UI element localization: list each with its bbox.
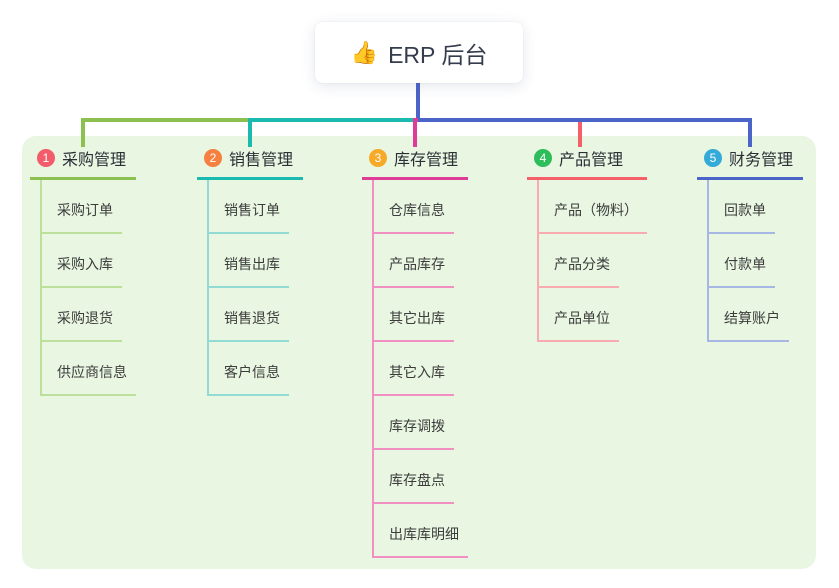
child-row: 供应商信息 (42, 342, 136, 396)
child-row: 付款单 (709, 234, 803, 288)
child-node[interactable]: 销售订单 (209, 200, 289, 234)
root-node[interactable]: 👍 ERP 后台 (315, 22, 523, 83)
child-row: 产品库存 (374, 234, 468, 288)
branch-number-badge: 4 (534, 148, 552, 167)
child-row: 回款单 (709, 180, 803, 234)
child-row: 仓库信息 (374, 180, 468, 234)
branch-number-badge: 2 (204, 148, 222, 167)
child-row: 客户信息 (209, 342, 303, 396)
child-row: 库存调拨 (374, 396, 468, 450)
branch-title-node[interactable]: 2 销售管理 (197, 145, 303, 180)
child-node[interactable]: 其它入库 (374, 362, 454, 396)
branch-children: 产品（物料） 产品分类 产品单位 (537, 180, 647, 342)
child-row: 其它入库 (374, 342, 468, 396)
child-node[interactable]: 产品单位 (539, 308, 619, 342)
branch-title-node[interactable]: 1 采购管理 (30, 145, 136, 180)
child-row: 出库库明细 (374, 504, 468, 558)
child-row: 采购订单 (42, 180, 136, 234)
branch-title-node[interactable]: 4 产品管理 (527, 145, 647, 180)
child-row: 结算账户 (709, 288, 803, 342)
branch-title-label: 库存管理 (394, 151, 459, 169)
branch-number-badge: 1 (37, 148, 55, 167)
child-row: 库存盘点 (374, 450, 468, 504)
child-row: 采购入库 (42, 234, 136, 288)
root-node-label: ERP 后台 (388, 41, 488, 68)
child-node[interactable]: 仓库信息 (374, 200, 454, 234)
branch-title-label: 财务管理 (729, 151, 794, 169)
branch-title-node[interactable]: 5 财务管理 (697, 145, 803, 180)
child-node[interactable]: 产品库存 (374, 254, 454, 288)
child-node[interactable]: 销售退货 (209, 308, 289, 342)
child-node[interactable]: 采购入库 (42, 254, 122, 288)
branch-1: 1 采购管理 采购订单 采购入库 采购退货 供应商信息 (30, 145, 136, 396)
child-node[interactable]: 供应商信息 (42, 362, 136, 396)
branch-3: 3 库存管理 仓库信息 产品库存 其它出库 其它入库 库存调拨 库存盘点 出库库… (362, 145, 468, 558)
thumbs-up-icon: 👍 (350, 39, 379, 65)
child-node[interactable]: 出库库明细 (374, 524, 468, 558)
branch-title-label: 产品管理 (559, 151, 624, 169)
child-node[interactable]: 库存盘点 (374, 470, 454, 504)
child-node[interactable]: 产品分类 (539, 254, 619, 288)
child-row: 采购退货 (42, 288, 136, 342)
branch-number-badge: 5 (704, 148, 722, 167)
branch-5: 5 财务管理 回款单 付款单 结算账户 (697, 145, 803, 342)
branch-2: 2 销售管理 销售订单 销售出库 销售退货 客户信息 (197, 145, 303, 396)
branches-panel (22, 136, 816, 569)
child-node[interactable]: 库存调拨 (374, 416, 454, 450)
child-node[interactable]: 产品（物料） (539, 200, 647, 234)
branch-children: 采购订单 采购入库 采购退货 供应商信息 (40, 180, 136, 396)
branch-children: 销售订单 销售出库 销售退货 客户信息 (207, 180, 303, 396)
child-row: 销售出库 (209, 234, 303, 288)
branch-connector-lines (81, 83, 752, 147)
child-node[interactable]: 回款单 (709, 200, 775, 234)
branch-title-label: 销售管理 (229, 151, 294, 169)
child-node[interactable]: 采购订单 (42, 200, 122, 234)
child-node[interactable]: 销售出库 (209, 254, 289, 288)
child-row: 产品分类 (539, 234, 647, 288)
child-node[interactable]: 采购退货 (42, 308, 122, 342)
branch-children: 回款单 付款单 结算账户 (707, 180, 803, 342)
child-node[interactable]: 客户信息 (209, 362, 289, 396)
child-node[interactable]: 其它出库 (374, 308, 454, 342)
child-row: 销售退货 (209, 288, 303, 342)
child-row: 产品单位 (539, 288, 647, 342)
child-row: 其它出库 (374, 288, 468, 342)
child-row: 产品（物料） (539, 180, 647, 234)
branch-children: 仓库信息 产品库存 其它出库 其它入库 库存调拨 库存盘点 出库库明细 (372, 180, 468, 558)
child-node[interactable]: 结算账户 (709, 308, 789, 342)
child-row: 销售订单 (209, 180, 303, 234)
branch-title-node[interactable]: 3 库存管理 (362, 145, 468, 180)
branch-number-badge: 3 (369, 148, 387, 167)
branch-title-label: 采购管理 (62, 151, 127, 169)
branch-4: 4 产品管理 产品（物料） 产品分类 产品单位 (527, 145, 647, 342)
child-node[interactable]: 付款单 (709, 254, 775, 288)
